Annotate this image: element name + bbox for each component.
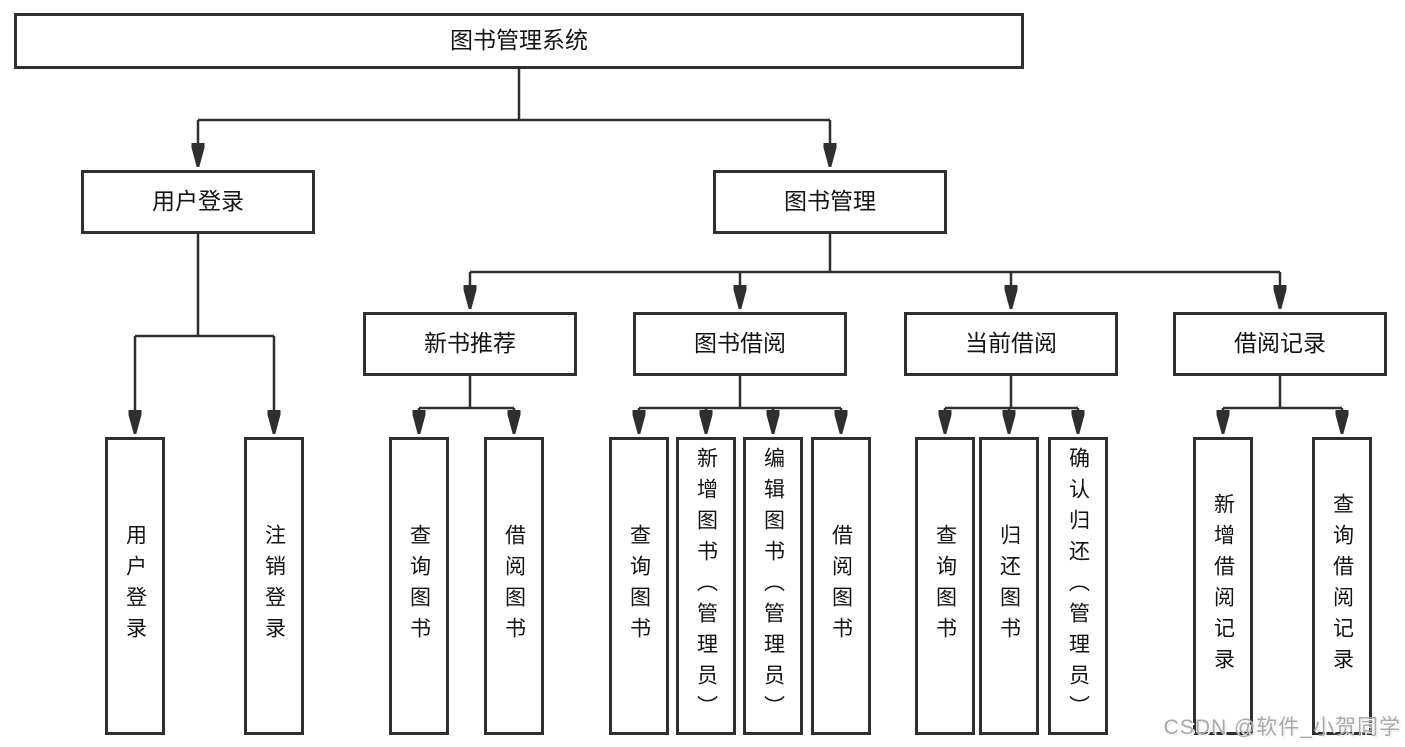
leaf-borrowing-query-books: 查询图书 — [609, 437, 669, 735]
leaf-recommend-query-books: 查询图书 — [389, 437, 449, 735]
node-label: 借阅图书 — [502, 524, 526, 648]
leaf-user-login: 用户登录 — [105, 437, 165, 735]
node-library-management-system: 图书管理系统 — [14, 13, 1024, 69]
leaf-records-query-record: 查询借阅记录 — [1312, 437, 1372, 735]
node-label: 新书推荐 — [424, 330, 516, 357]
node-label: 归还图书 — [997, 524, 1021, 648]
node-label: 查询借阅记录 — [1330, 493, 1354, 679]
node-borrowing-records: 借阅记录 — [1173, 312, 1387, 376]
node-current-borrowing: 当前借阅 — [904, 312, 1118, 376]
node-label: 用户登录 — [123, 524, 147, 648]
node-label: 新增借阅记录 — [1211, 493, 1235, 679]
node-label: 编辑图书（管理员） — [761, 446, 785, 726]
node-label: 借阅记录 — [1234, 330, 1326, 357]
leaf-logout: 注销登录 — [244, 437, 304, 735]
node-book-management: 图书管理 — [713, 170, 947, 234]
node-book-borrowing: 图书借阅 — [633, 312, 847, 376]
node-label: 当前借阅 — [965, 330, 1057, 357]
node-label: 查询图书 — [627, 524, 651, 648]
node-label: 用户登录 — [152, 188, 244, 215]
leaf-recommend-borrow-books: 借阅图书 — [484, 437, 544, 735]
leaf-borrowing-borrow-books: 借阅图书 — [811, 437, 871, 735]
node-label: 图书管理 — [784, 188, 876, 215]
leaf-borrowing-add-books-admin: 新增图书（管理员） — [676, 437, 736, 735]
node-label: 确认归还（管理员） — [1066, 446, 1090, 726]
node-label: 查询图书 — [407, 524, 431, 648]
watermark-csdn: CSDN @软件_小贺同学 — [1163, 716, 1401, 739]
node-label: 图书管理系统 — [450, 27, 588, 54]
node-label: 图书借阅 — [694, 330, 786, 357]
node-label: 注销登录 — [262, 524, 286, 648]
node-label: 借阅图书 — [829, 524, 853, 648]
node-label: 查询图书 — [933, 524, 957, 648]
node-new-book-recommendation: 新书推荐 — [363, 312, 577, 376]
node-label: 新增图书（管理员） — [694, 446, 718, 726]
leaf-borrowing-edit-books-admin: 编辑图书（管理员） — [743, 437, 803, 735]
leaf-records-add-record: 新增借阅记录 — [1193, 437, 1253, 735]
leaf-current-query-books: 查询图书 — [915, 437, 975, 735]
leaf-current-confirm-return-admin: 确认归还（管理员） — [1048, 437, 1108, 735]
leaf-current-return-books: 归还图书 — [979, 437, 1039, 735]
node-user-login: 用户登录 — [81, 170, 315, 234]
